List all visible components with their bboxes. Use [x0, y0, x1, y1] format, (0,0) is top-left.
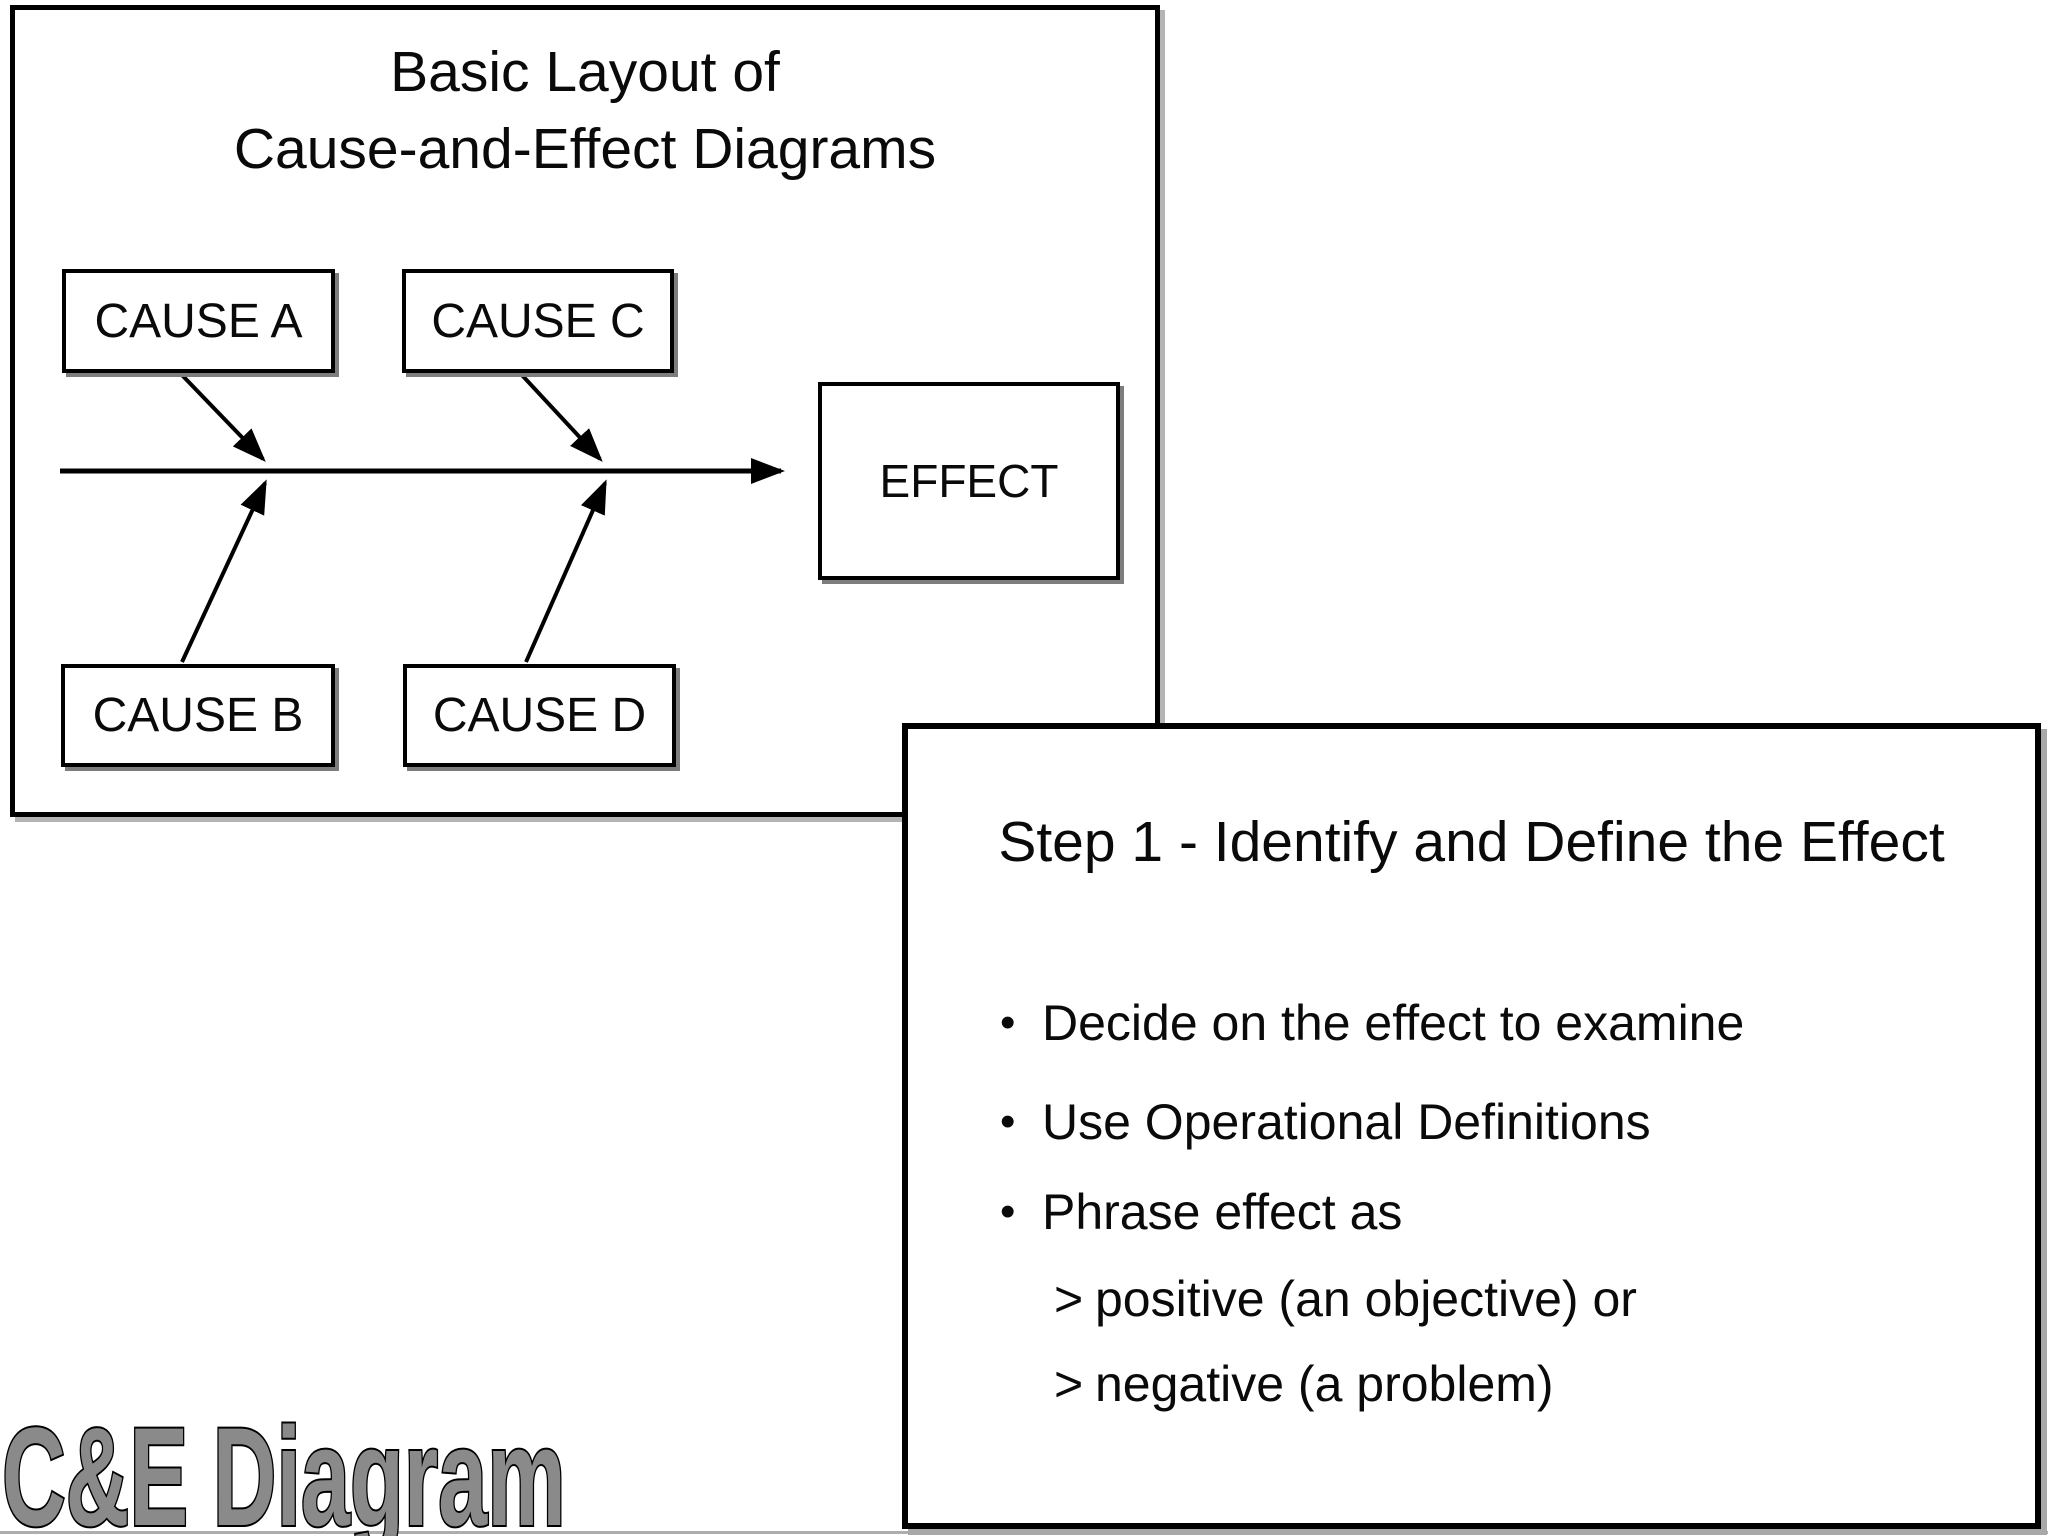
- bottom-edge-line: [0, 1531, 2048, 1534]
- bullet-text: Phrase effect as: [1042, 1184, 1403, 1240]
- ce-diagram-watermark: C&E Diagram: [1, 1396, 567, 1536]
- bullet-text: Decide on the effect to examine: [1042, 995, 1745, 1051]
- basic-layout-title-line2: Cause-and-Effect Diagrams: [233, 117, 937, 181]
- cause-d-box: CAUSE D: [403, 664, 676, 767]
- cause-a-label: CAUSE A: [94, 294, 303, 348]
- bullet-dot-marker: •: [1000, 1097, 1016, 1146]
- bullet-dot-marker: •: [1000, 1187, 1016, 1236]
- cause-c-box: CAUSE C: [402, 269, 674, 373]
- effect-box: EFFECT: [818, 382, 1120, 580]
- sub-bullet-item: > negative (a problem): [1054, 1351, 1554, 1417]
- cause-c-label: CAUSE C: [431, 294, 645, 348]
- chevron-marker: >: [1054, 1356, 1084, 1412]
- cause-b-label: CAUSE B: [92, 689, 304, 742]
- step1-title: Step 1 - Identify and Define the Effect: [998, 810, 1945, 874]
- cause-a-arrow: [178, 371, 266, 462]
- cause-b-box: CAUSE B: [61, 664, 335, 767]
- basic-layout-title-line1: Basic Layout of: [390, 40, 780, 104]
- sub-bullet-text: negative (a problem): [1095, 1356, 1554, 1412]
- bullet-item: • Decide on the effect to examine: [1000, 990, 1744, 1056]
- bullet-text: Use Operational Definitions: [1042, 1094, 1651, 1150]
- sub-bullet-item: > positive (an objective) or: [1054, 1266, 1637, 1332]
- bullet-item: • Phrase effect as: [1000, 1179, 1402, 1245]
- cause-d-arrow: [524, 479, 607, 663]
- effect-label: EFFECT: [879, 455, 1059, 507]
- cause-b-arrow: [180, 479, 267, 663]
- basic-layout-title: Basic Layout of Cause-and-Effect Diagram…: [15, 34, 1155, 188]
- cause-a-box: CAUSE A: [62, 269, 335, 373]
- chevron-marker: >: [1054, 1271, 1084, 1327]
- cause-d-label: CAUSE D: [432, 689, 647, 742]
- cause-c-arrow: [518, 371, 603, 462]
- sub-bullet-text: positive (an objective) or: [1095, 1271, 1637, 1327]
- basic-layout-slide-panel: Basic Layout of Cause-and-Effect Diagram…: [10, 5, 1160, 817]
- fishbone-diagram: [60, 371, 785, 663]
- step1-slide-panel: Step 1 - Identify and Define the Effect …: [902, 723, 2041, 1529]
- bullet-dot-marker: •: [1000, 998, 1016, 1047]
- bullet-item: • Use Operational Definitions: [1000, 1089, 1651, 1155]
